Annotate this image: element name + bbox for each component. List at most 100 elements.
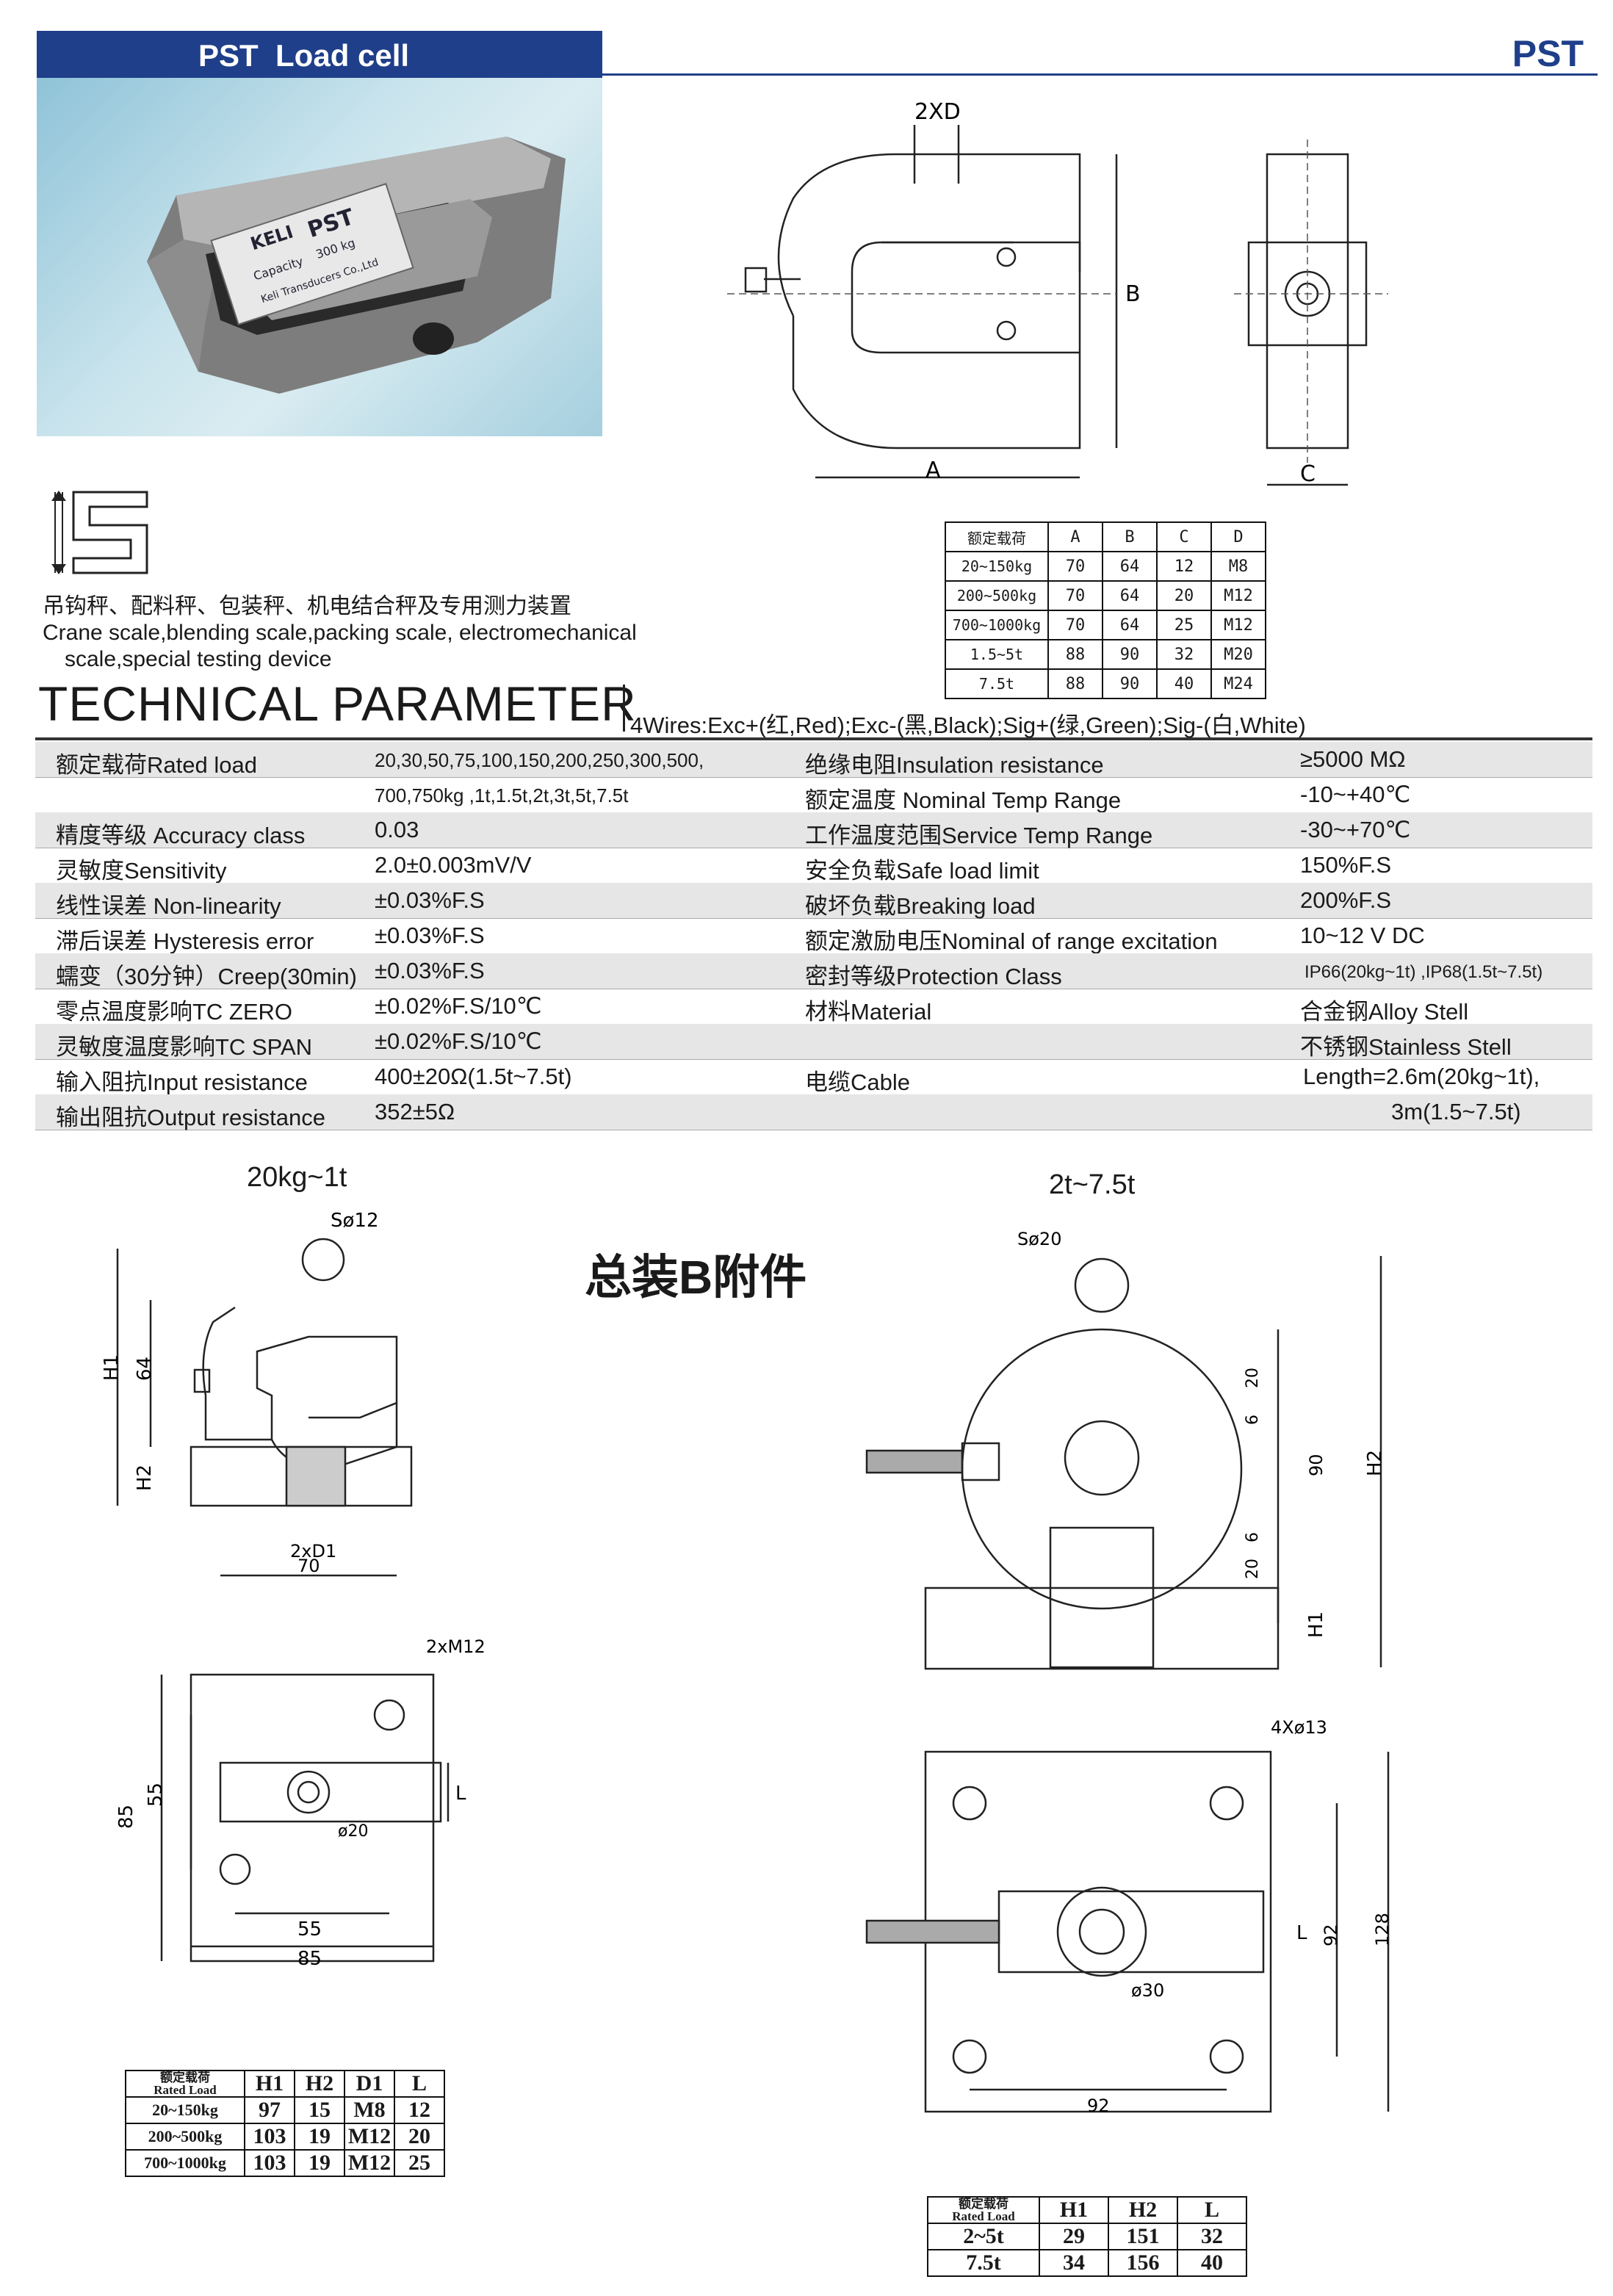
dimension-table-header: 额定载荷 A B C D: [945, 521, 1266, 552]
param-value: 0.03: [375, 817, 419, 842]
right-base-block: [924, 1586, 1280, 1670]
cell: M12: [1210, 580, 1266, 611]
param-value: ±0.03%F.S: [375, 887, 485, 913]
s-body-outline: [777, 153, 940, 317]
cell: 64: [1102, 610, 1158, 640]
param-label: 破坏负载Breaking load: [805, 893, 1036, 919]
wires-note: 4Wires:Exc+(红,Red);Exc-(黑,Black);Sig+(绿,…: [630, 712, 1306, 738]
cell: 40: [1156, 668, 1212, 699]
param-value: Length=2.6m(20kg~1t),: [1303, 1064, 1540, 1089]
dim-128: 128: [1372, 1913, 1393, 1946]
s-type-icon: [51, 491, 148, 574]
dim-55v: 55: [145, 1783, 167, 1807]
header-cn: 额定载荷: [160, 2071, 210, 2084]
dim-2xd1: 2xD1: [290, 1541, 336, 1562]
col-h1: H1: [1039, 2196, 1109, 2224]
cell: 88: [1047, 668, 1103, 699]
col-l: L: [394, 2070, 445, 2098]
applications-en-2: scale,special testing device: [65, 647, 332, 671]
param-row: 零点温度影响TC ZERO ±0.02%F.S/10℃ 材料Material 合…: [35, 989, 1592, 1025]
param-label: 额定激励电压Nominal of range excitation: [805, 928, 1218, 954]
cell: 7.5t: [927, 2249, 1040, 2277]
col-h2: H2: [1108, 2196, 1178, 2224]
cell: M20: [1210, 639, 1266, 670]
dim-h2: H2: [134, 1465, 156, 1491]
title-cursor-bar: [623, 685, 625, 732]
dim-hdr-c: C: [1156, 521, 1212, 552]
header-en: Rated Load: [154, 2083, 217, 2097]
plan-cell-body: [219, 1761, 442, 1823]
param-value: ±0.03%F.S: [375, 958, 485, 983]
param-row: 输入阻抗Input resistance 400±20Ω(1.5t~7.5t) …: [35, 1059, 1592, 1095]
param-value: IP66(20kg~1t) ,IP68(1.5t~7.5t): [1305, 962, 1543, 982]
cell: 88: [1047, 639, 1103, 670]
cell: 20~150kg: [125, 2096, 245, 2124]
hole-tl: [952, 1786, 987, 1821]
param-value: 合金钢Alloy Stell: [1300, 999, 1469, 1025]
cable-gland: [744, 267, 768, 293]
param-label: 密封等级Protection Class: [805, 964, 1062, 989]
dim-92h: 92: [1087, 2095, 1110, 2115]
cell: M8: [344, 2096, 395, 2124]
header-rule: [602, 73, 1598, 76]
param-value: 150%F.S: [1300, 852, 1392, 878]
param-row: 精度等级 Accuracy class 0.03 工作温度范围Service T…: [35, 812, 1592, 848]
bolt-hole-top: [996, 247, 1017, 267]
cell: 103: [244, 2123, 295, 2151]
hole-tr: [1209, 1786, 1244, 1821]
product-photo: KELI PST Capacity 300 kg Keli Transducer…: [37, 78, 602, 436]
cell: 12: [394, 2096, 445, 2124]
header-cn: 额定载荷: [959, 2197, 1008, 2211]
param-value: 10~12 V DC: [1300, 923, 1425, 948]
name-plate: [210, 183, 414, 325]
cell: 90: [1102, 639, 1158, 670]
dim-s20: Sø20: [1017, 1229, 1061, 1249]
cell: 200~500kg: [945, 580, 1049, 611]
dim-6b: 6: [1244, 1532, 1262, 1542]
param-value: -10~+40℃: [1300, 781, 1411, 807]
param-label: 安全负载Safe load limit: [805, 858, 1039, 884]
param-label: 电缆Cable: [805, 1069, 910, 1095]
cell: 2~5t: [927, 2223, 1040, 2250]
param-value: ±0.02%F.S/10℃: [375, 993, 542, 1019]
cable-gland-large: [961, 1442, 1000, 1481]
cell: 156: [1108, 2249, 1178, 2277]
col-h1: H1: [244, 2070, 295, 2098]
param-label: 滞后误差 Hysteresis error: [56, 928, 314, 954]
param-row: 额定载荷Rated load 20,30,50,75,100,150,200,2…: [35, 742, 1592, 778]
param-label: 工作温度范围Service Temp Range: [805, 823, 1153, 848]
cell: 7.5t: [945, 668, 1049, 699]
param-label: 绝缘电阻Insulation resistance: [805, 752, 1104, 778]
dim-b: B: [1125, 281, 1141, 307]
param-label: 精度等级 Accuracy class: [56, 823, 306, 848]
cell: M12: [1210, 610, 1266, 640]
col-h2: H2: [294, 2070, 345, 2098]
cell: M12: [344, 2149, 395, 2177]
dim-6a: 6: [1244, 1415, 1262, 1425]
cell: 25: [1156, 610, 1212, 640]
cell-body-circle: [961, 1328, 1243, 1610]
right-plan-cable: [865, 1919, 1000, 1944]
col-d1: D1: [344, 2070, 395, 2098]
cell: 103: [244, 2149, 295, 2177]
model-code: PST: [1512, 33, 1584, 74]
cell: M24: [1210, 668, 1266, 699]
dim-hdr-d: D: [1210, 521, 1266, 552]
header-bar: PST Load cell: [37, 31, 602, 78]
top-drawing: 2XD B A C: [727, 99, 1388, 487]
dim-h1: H1: [101, 1354, 123, 1381]
cell: 25: [394, 2149, 445, 2177]
header-en: Rated Load: [952, 2209, 1015, 2223]
cell: 1.5~5t: [945, 639, 1049, 670]
dim-85v: 85: [115, 1805, 137, 1829]
cell: 19: [294, 2149, 345, 2177]
param-value: 352±5Ω: [375, 1099, 455, 1124]
s-body-lower: [792, 241, 1081, 450]
